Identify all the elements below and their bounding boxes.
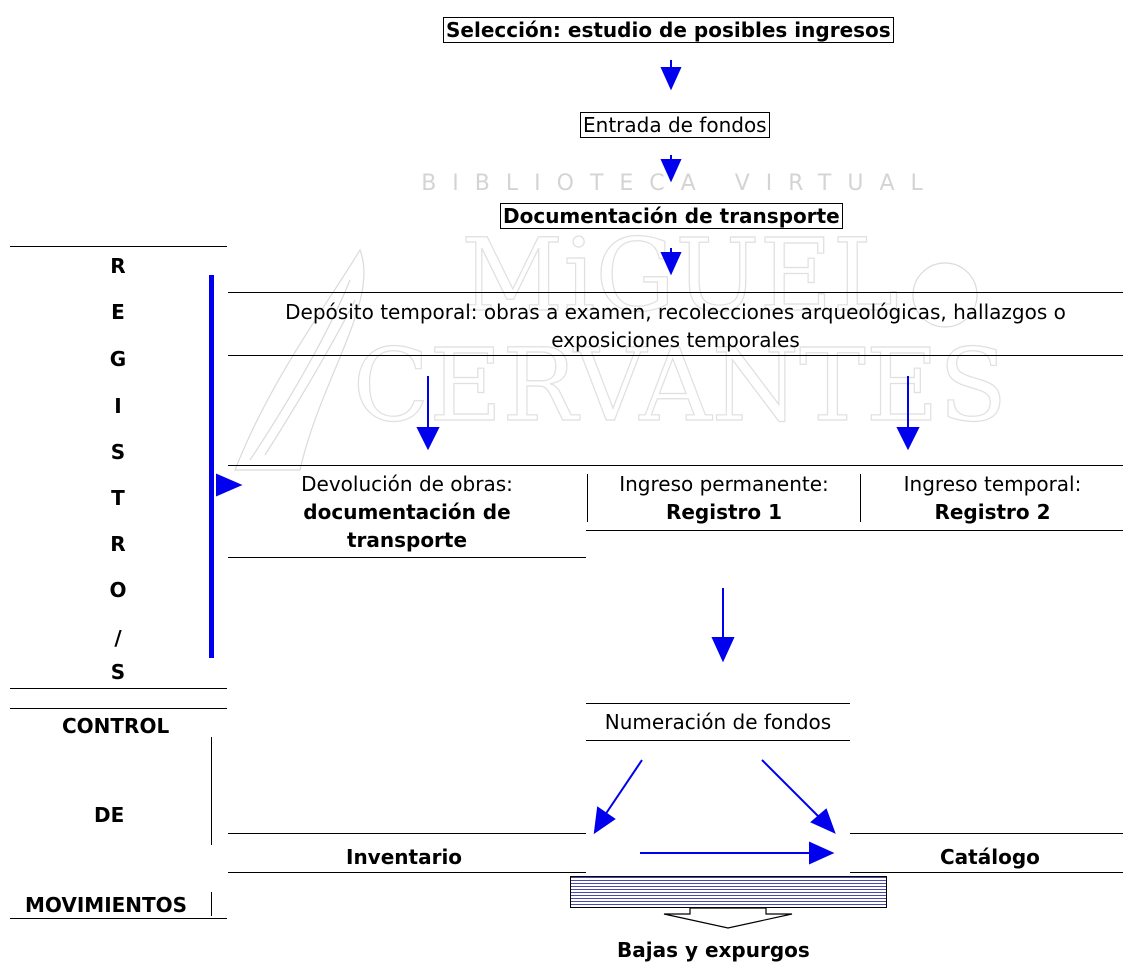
registros-letter: S [110, 440, 126, 464]
bajas-hollow-arrow [663, 907, 793, 929]
inventario-top-line [228, 833, 586, 834]
devolucion-bottom-line [228, 557, 586, 558]
ingreso-permanente-registro: Registro 1 [665, 500, 783, 524]
inventario-bottom-line [228, 872, 586, 873]
registros-letter: / [114, 626, 122, 650]
registros-letter: E [111, 300, 125, 324]
registros-letter: R [110, 532, 126, 556]
devolucion-line1: Devolución de obras: [301, 472, 513, 496]
registros-letter: O [109, 578, 127, 602]
bajas-stripes-graphic [570, 876, 887, 908]
documentacion-box: Documentación de transporte [500, 203, 843, 229]
registros-letter: T [111, 486, 125, 510]
deposito-top-line [228, 292, 1123, 293]
arrow-ingreso-temporal-head [896, 427, 920, 451]
numeracion-label: Numeración de fondos [604, 710, 832, 734]
watermark-line2-a: MiGUEL [461, 217, 899, 334]
ingreso-permanente-label: Ingreso permanente: [619, 472, 829, 496]
divider-1 [587, 474, 588, 522]
branches-top-line [228, 465, 1123, 466]
divider-2 [860, 474, 861, 522]
ingreso-temporal-registro: Registro 2 [934, 500, 1051, 524]
registros-letter: G [109, 347, 127, 371]
devolucion-line3: transporte [346, 528, 468, 552]
movimientos-vertical-line [211, 892, 212, 916]
bajas-label: Bajas y expurgos [617, 938, 810, 962]
numeracion-top-line [586, 703, 850, 704]
catalogo-label: Catálogo [940, 845, 1040, 869]
inventario-label: Inventario [346, 845, 463, 869]
entrada-box: Entrada de fondos [580, 112, 770, 138]
arrow-3-head [660, 252, 682, 276]
arrow-catalogo-head [810, 808, 836, 834]
arrow-numeracion-head [711, 637, 735, 663]
seleccion-box: Selección: estudio de posibles ingresos [443, 17, 894, 43]
registros-top-line [10, 246, 227, 247]
arrow-1-head [660, 67, 682, 91]
arrow-inventario-head [593, 806, 616, 835]
control-label: CONTROL [62, 714, 170, 738]
arrow-2-head [660, 159, 682, 183]
catalogo-top-line [850, 833, 1123, 834]
registros-letter: S [110, 660, 126, 684]
arrow-inv-cat-head [809, 841, 835, 865]
arrow-catalogo-shaft [761, 759, 821, 819]
arrow-left-bar-head [216, 473, 243, 497]
registros-letter: R [110, 254, 126, 278]
arrow-devolucion-head [416, 427, 440, 451]
watermark-line2-b: CERVANTES [353, 327, 1008, 444]
deposito-line1: Depósito temporal: obras a examen, recol… [285, 300, 1066, 324]
catalogo-bottom-line [850, 872, 1123, 873]
registros-blue-bar [209, 275, 214, 658]
deposito-bottom-line [228, 355, 1123, 356]
movimientos-label: MOVIMIENTOS [25, 893, 188, 917]
registros-letter: I [114, 394, 122, 418]
ingresos-bottom-line [586, 530, 1123, 531]
control-vertical-line [211, 737, 212, 845]
devolucion-line2: documentación de [303, 500, 511, 524]
control-top-line [10, 708, 227, 709]
de-label: DE [94, 803, 125, 827]
deposito-line2: exposiciones temporales [551, 328, 800, 352]
arrow-inventario-shaft [604, 759, 643, 816]
ingreso-temporal-label: Ingreso temporal: [903, 472, 1082, 496]
numeracion-bottom-line [586, 740, 850, 741]
registros-bottom-line [10, 688, 227, 689]
control-bottom-line [10, 918, 227, 919]
